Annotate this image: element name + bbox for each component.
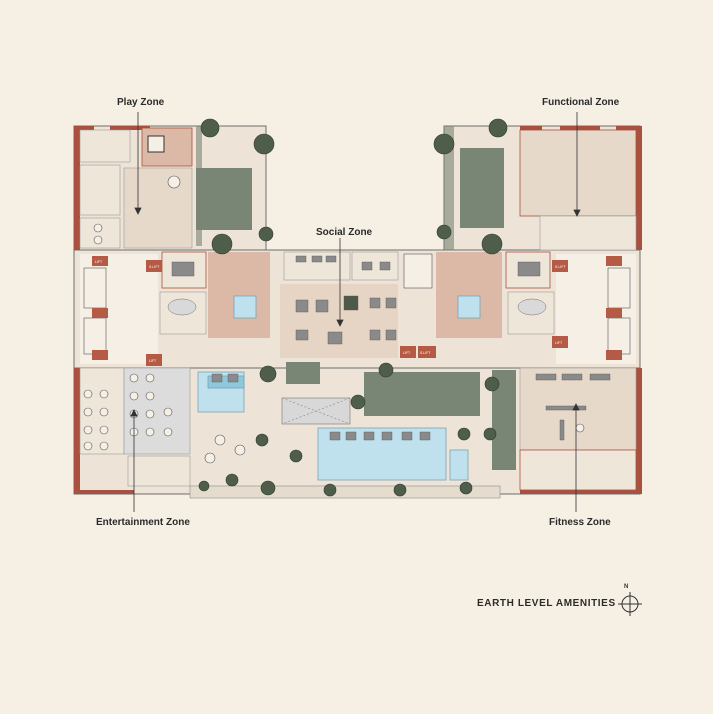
lift-lobbies [80, 253, 636, 364]
compass-north-letter: N [624, 584, 629, 590]
entertainment-zone-label: Entertainment Zone [96, 517, 190, 528]
slift-label: S.LIFT [420, 351, 431, 355]
functional-zone-label: Functional Zone [542, 97, 620, 108]
play-zone-label: Play Zone [117, 97, 165, 108]
lift-labels: LIFT S.LIFT LIFT S.LIFT LIFT LIFT S.LIFT [95, 260, 566, 363]
lift-label: LIFT [95, 260, 103, 264]
trees [198, 118, 508, 497]
slift-label: S.LIFT [149, 265, 160, 269]
north-compass-icon [618, 592, 642, 616]
lift-label: LIFT [555, 341, 563, 345]
functional-zone-rooms [519, 129, 637, 251]
social-zone-label: Social Zone [316, 227, 373, 238]
plan-title: EARTH LEVEL AMENITIES [477, 598, 616, 609]
lift-boxes [92, 256, 622, 366]
furniture [167, 255, 611, 441]
paved-areas [281, 397, 351, 425]
fitness-zone-label: Fitness Zone [549, 517, 611, 528]
round-tables [83, 175, 585, 464]
lift-label: LIFT [149, 359, 157, 363]
zone-arrows [130, 112, 581, 512]
lift-label: LIFT [403, 351, 411, 355]
outer-walls [74, 126, 642, 494]
slift-label: S.LIFT [555, 265, 566, 269]
